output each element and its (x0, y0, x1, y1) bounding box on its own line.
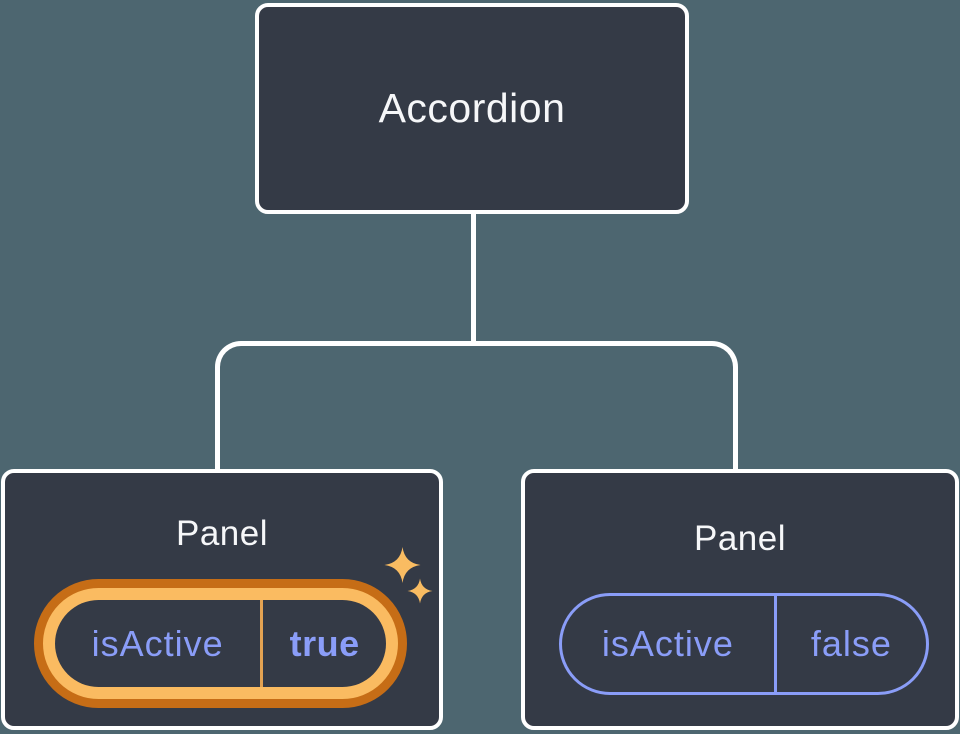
prop-name: isActive (601, 623, 734, 664)
state-pill-inner: isActive true (55, 600, 386, 687)
prop-name-cell: isActive (55, 600, 264, 687)
connector-stem (471, 210, 476, 346)
prop-value-cell: false (777, 596, 926, 692)
state-pill-inactive: isActive false (559, 593, 929, 695)
panel-title: Panel (693, 519, 787, 558)
sparkle-icon (384, 547, 433, 604)
state-pill-active: isActive true (34, 579, 407, 708)
prop-name-cell: isActive (562, 596, 777, 692)
accordion-label: Accordion (378, 85, 566, 131)
accordion-node: Accordion (255, 3, 689, 214)
panel-node-inactive: Panel isActive false (521, 469, 959, 730)
panel-node-active: Panel isActive true (1, 469, 443, 730)
prop-value-cell: true (263, 600, 386, 687)
prop-name: isActive (91, 622, 224, 664)
prop-value: true (289, 622, 360, 664)
connector-branch (215, 341, 738, 472)
prop-value: false (810, 623, 892, 664)
panel-title: Panel (175, 514, 269, 553)
